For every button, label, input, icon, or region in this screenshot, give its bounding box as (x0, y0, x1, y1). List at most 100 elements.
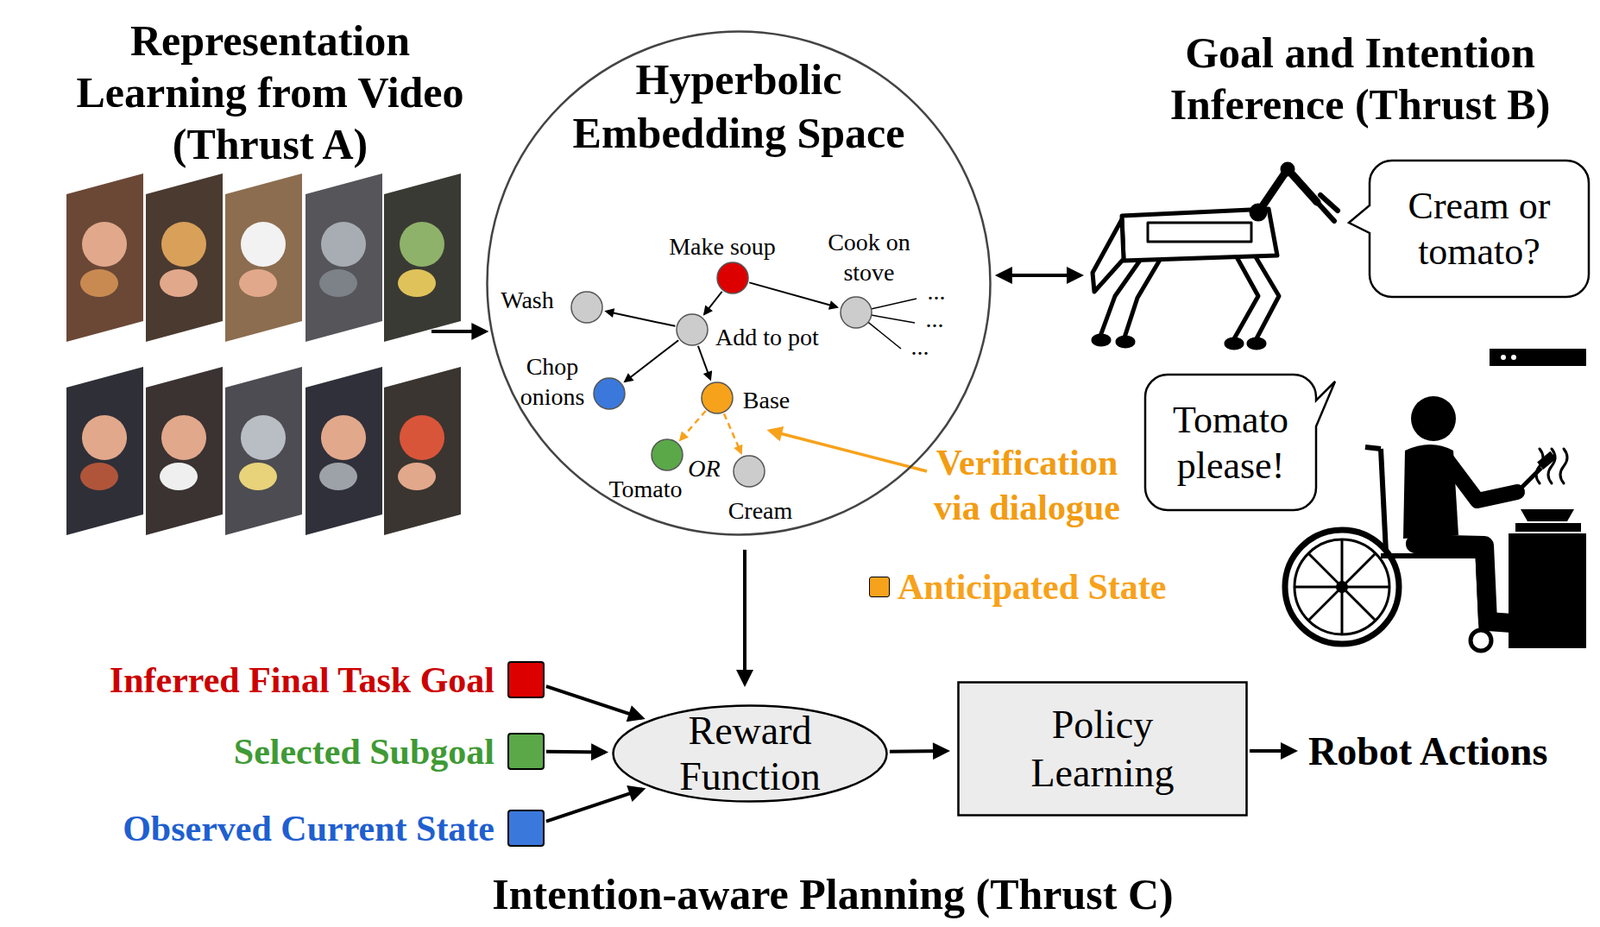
input-swatch (508, 733, 544, 769)
video-frame (225, 173, 303, 342)
frame-detail (399, 415, 445, 460)
frame-detail (161, 415, 207, 460)
steam (1536, 448, 1568, 484)
connector-arrow (624, 340, 679, 382)
annotation: OR (687, 453, 720, 484)
concept-label: Tomato (608, 473, 682, 504)
concept-label: Make soup (668, 231, 776, 262)
input-square-outline (507, 661, 545, 699)
robot-leg (1254, 255, 1279, 342)
connector-arrow (546, 749, 605, 755)
frame-detail (80, 462, 119, 491)
wheel-spoke (1308, 553, 1376, 621)
panel-heading: Representation Learning from Video (Thru… (54, 14, 486, 171)
annotation: Robot Actions (1308, 728, 1548, 775)
video-frame (305, 173, 383, 342)
concept-dot (717, 262, 749, 294)
wheel-spoke (1308, 553, 1376, 621)
speech-bubble-outline (1369, 160, 1589, 297)
concept-node-outline (732, 454, 766, 488)
reward-ellipse: Reward Function (611, 704, 889, 803)
process-label: Policy Learning (1003, 700, 1203, 798)
input-square: Selected Subgoal (507, 732, 545, 770)
input-label: Inferred Final Task Goal (109, 658, 495, 702)
input-square-outline (507, 809, 545, 847)
concept-node-outline (700, 381, 734, 415)
video-frame (305, 366, 383, 536)
connector-arrow (680, 410, 706, 441)
connector-arrow (704, 291, 722, 315)
concept-node: Tomato (650, 438, 684, 472)
hood-light (1500, 354, 1506, 360)
frame-detail (80, 269, 119, 297)
concept-node-outline (675, 313, 709, 347)
process-label: Reward Function (663, 707, 837, 800)
embedding-space: Hyperbolic Embedding SpaceMake soupCook … (485, 30, 992, 536)
robot-foot (1248, 339, 1265, 348)
steam-line (1560, 448, 1568, 484)
frame-detail (240, 415, 286, 460)
video-frame (225, 366, 303, 536)
connector-arrow (889, 749, 947, 754)
connector-arrow (546, 788, 643, 821)
policy-box-outline (957, 680, 1248, 817)
frame-detail (397, 462, 436, 491)
robot-joint (1251, 205, 1266, 220)
connector-arrow (546, 686, 643, 719)
frame-detail (239, 462, 278, 491)
concept-label: Wash (500, 284, 555, 315)
wheelchair-seat (1380, 553, 1478, 559)
frame-detail (321, 221, 366, 267)
concept-dot (571, 291, 603, 323)
frame-detail (239, 269, 278, 297)
verification-leader-arrow (769, 430, 927, 472)
person-head (1411, 396, 1456, 441)
concept-node-outline (570, 290, 604, 324)
annotation: Intention-aware Planning (Thrust C) (491, 869, 1173, 920)
concept-node: Cream (732, 454, 766, 488)
annotation: Verification via dialogue (923, 440, 1131, 530)
video-frame (145, 366, 223, 536)
steam-line (1548, 448, 1556, 484)
input-square-outline (507, 732, 545, 770)
stove-burner (1515, 522, 1582, 532)
wheel-hub (1335, 580, 1349, 593)
speech-bubble: Cream or tomato? (1369, 160, 1589, 297)
concept-dot (676, 314, 708, 346)
concept-dot (701, 382, 733, 414)
speech-bubble-outline (1145, 374, 1317, 511)
input-square: Observed Current State (507, 809, 545, 847)
concept-node: Add to pot (675, 313, 709, 347)
connector-arrow (431, 329, 486, 334)
robot-foot (1093, 335, 1109, 345)
wheelchair-support (1477, 555, 1481, 630)
video-frame (66, 366, 144, 536)
robot-gripper (1320, 195, 1338, 211)
legend-swatch (869, 576, 890, 598)
process-rect (958, 682, 1248, 816)
process-ellipse (613, 705, 888, 802)
speech-bubble: Tomato please! (1145, 374, 1317, 511)
frame-detail (81, 221, 127, 267)
input-swatch (508, 810, 544, 846)
video-panel: Representation Learning from Video (Thru… (66, 171, 432, 537)
robot-head (1092, 219, 1124, 292)
annotation: ... (911, 332, 930, 362)
input-label: Selected Subgoal (233, 730, 495, 774)
robot-foot (1226, 339, 1242, 348)
frame-detail (321, 415, 366, 460)
input-label: Observed Current State (122, 806, 495, 851)
frame-detail (397, 269, 436, 297)
robot-illustration (1092, 163, 1338, 348)
input-swatch (508, 661, 544, 698)
policy-box: Policy Learning (957, 680, 1248, 817)
legend-row: Anticipated State (869, 565, 1166, 609)
wheelchair-rim (1294, 539, 1390, 635)
input-square: Inferred Final Task Goal (507, 661, 545, 699)
concept-label: Add to pot (715, 321, 819, 353)
concept-node: Make soup (716, 261, 750, 295)
connector-arrow (743, 549, 747, 684)
hood-light (1511, 354, 1517, 360)
wheelchair-front-wheel (1470, 629, 1492, 651)
wheelchair-wheel (1285, 529, 1399, 644)
